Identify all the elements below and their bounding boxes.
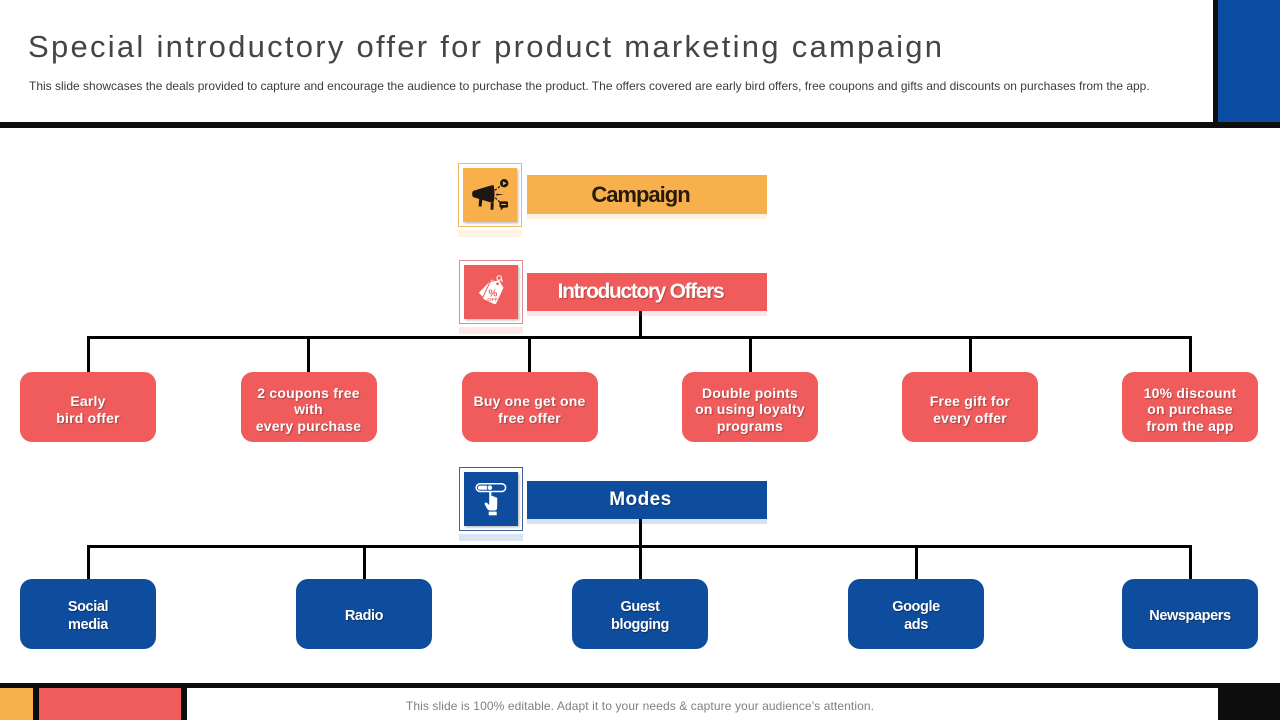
svg-text:%: %: [488, 288, 497, 299]
svg-text:OFF: OFF: [487, 297, 498, 303]
